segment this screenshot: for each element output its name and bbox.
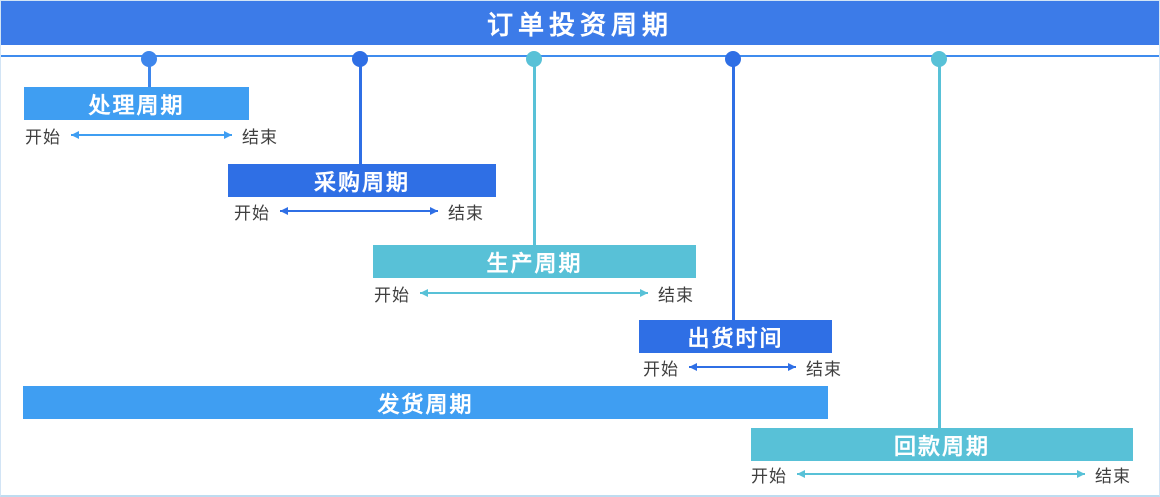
double-arrow-icon bbox=[689, 363, 796, 371]
marker-stem bbox=[359, 59, 362, 164]
marker-dot-icon bbox=[725, 51, 741, 67]
range-payment-collection-cycle: 开始 结束 bbox=[751, 464, 1131, 486]
page-title: 订单投资周期 bbox=[486, 9, 673, 40]
marker-dot-icon bbox=[352, 51, 368, 67]
double-arrow-icon bbox=[280, 207, 438, 215]
end-label: 结束 bbox=[806, 359, 842, 379]
bar-payment-collection-cycle: 回款周期 bbox=[751, 428, 1133, 461]
double-arrow-icon bbox=[420, 289, 648, 297]
end-label: 结束 bbox=[658, 285, 694, 305]
marker-dot-icon bbox=[526, 51, 542, 67]
start-label: 开始 bbox=[234, 203, 270, 223]
title-bar: 订单投资周期 bbox=[1, 1, 1159, 45]
range-processing-cycle: 开始 结束 bbox=[25, 125, 278, 147]
start-label: 开始 bbox=[751, 466, 787, 486]
marker-stem bbox=[533, 59, 536, 245]
marker-stem bbox=[732, 59, 735, 320]
marker-dot-icon bbox=[931, 51, 947, 67]
bar-processing-cycle: 处理周期 bbox=[24, 87, 249, 120]
timeline-axis bbox=[1, 55, 1159, 57]
double-arrow-icon bbox=[797, 470, 1085, 478]
start-label: 开始 bbox=[25, 127, 61, 147]
marker-dot-icon bbox=[141, 51, 157, 67]
marker-stem bbox=[148, 59, 151, 87]
double-arrow-icon bbox=[71, 131, 232, 139]
bar-procurement-cycle: 采购周期 bbox=[228, 164, 496, 197]
bar-production-cycle: 生产周期 bbox=[373, 245, 696, 278]
range-procurement-cycle: 开始 结束 bbox=[234, 201, 484, 223]
marker-stem bbox=[938, 59, 941, 428]
end-label: 结束 bbox=[242, 127, 278, 147]
range-production-cycle: 开始 结束 bbox=[374, 283, 694, 305]
bar-delivery-cycle: 发货周期 bbox=[23, 386, 828, 419]
range-shipping-time: 开始 结束 bbox=[643, 357, 842, 379]
end-label: 结束 bbox=[1095, 466, 1131, 486]
start-label: 开始 bbox=[374, 285, 410, 305]
end-label: 结束 bbox=[448, 203, 484, 223]
bar-shipping-time: 出货时间 bbox=[639, 320, 832, 353]
start-label: 开始 bbox=[643, 359, 679, 379]
